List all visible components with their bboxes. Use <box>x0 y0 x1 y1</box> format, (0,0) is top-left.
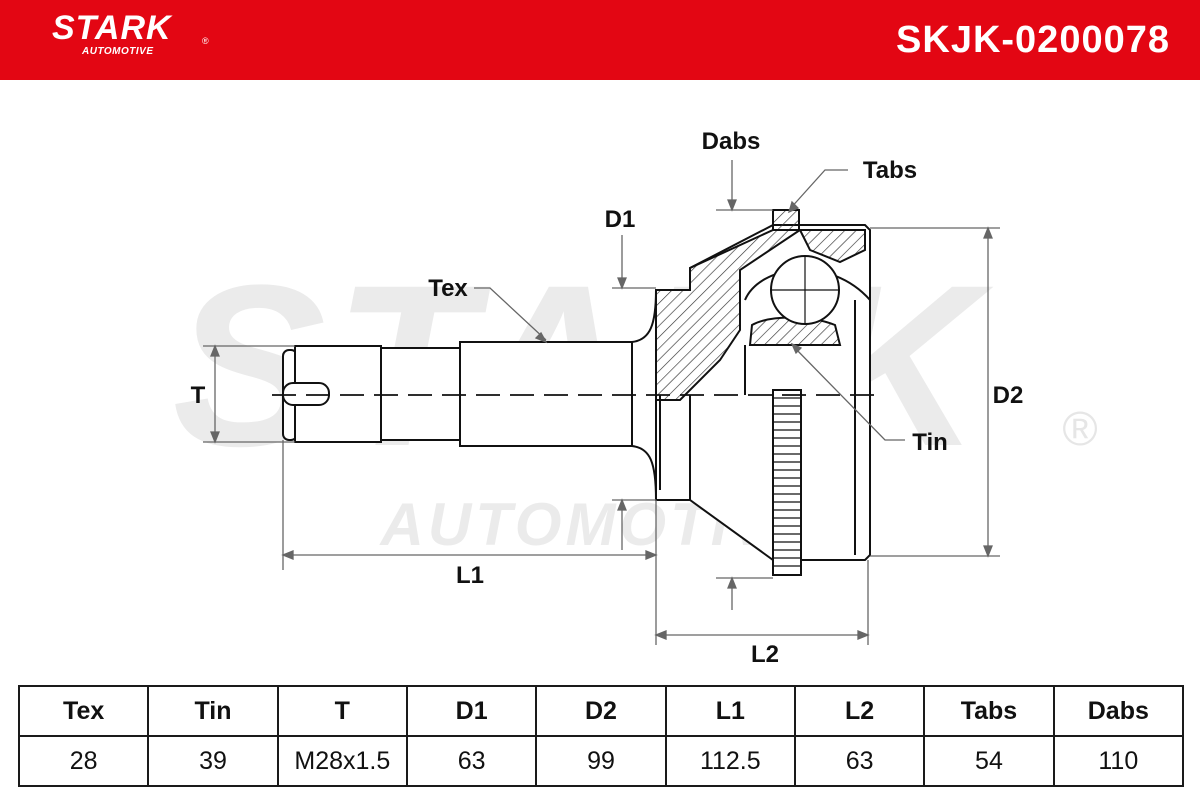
spec-header-l2: L2 <box>793 685 926 737</box>
housing-hatch-right <box>798 229 866 264</box>
spec-header-l1: L1 <box>664 685 796 737</box>
spec-value-d1: 63 <box>405 735 538 787</box>
spec-value-dabs: 110 <box>1052 735 1185 787</box>
spec-value-tex: 28 <box>17 735 150 787</box>
logo-sub: AUTOMOTIVE <box>82 46 154 57</box>
dimension-labels: Tex Tin T D1 D2 L1 L2 Tabs Dabs <box>191 128 1024 668</box>
logo-registered-mark: ® <box>202 36 209 46</box>
part-number: SKJK-0200078 <box>896 19 1170 61</box>
stark-logo: STARK ® AUTOMOTIVE <box>52 9 209 58</box>
cv-joint-diagram: STARK AUTOMOTIVE ® <box>172 128 1097 668</box>
spec-value-l2: 63 <box>793 735 926 787</box>
abs-ring-tabs <box>772 209 800 231</box>
spec-value-tin: 39 <box>147 735 279 787</box>
abs-ring-teeth <box>773 397 801 567</box>
label-tabs: Tabs <box>863 157 917 184</box>
label-dabs: Dabs <box>702 128 761 155</box>
spec-header-d1: D1 <box>405 685 538 737</box>
spec-header-dabs: Dabs <box>1052 685 1185 737</box>
spec-value-row: 28 39 M28x1.5 63 99 112.5 63 54 110 <box>17 735 1185 787</box>
spec-header-t: T <box>276 685 408 737</box>
shaft-neck <box>380 347 462 441</box>
label-d1: D1 <box>605 206 636 233</box>
label-t: T <box>191 382 206 409</box>
spec-table: Tex Tin T D1 D2 L1 L2 Tabs Dabs 28 39 M2… <box>17 685 1185 787</box>
spec-header-d2: D2 <box>535 685 667 737</box>
spec-header-tin: Tin <box>147 685 279 737</box>
spec-value-t: M28x1.5 <box>276 735 408 787</box>
shaft <box>282 289 657 501</box>
spec-header-row: Tex Tin T D1 D2 L1 L2 Tabs Dabs <box>17 685 1185 737</box>
label-tex: Tex <box>428 275 468 302</box>
label-l2: L2 <box>751 641 779 668</box>
label-tin: Tin <box>912 429 948 456</box>
spec-value-l1: 112.5 <box>664 735 796 787</box>
dimension-lines <box>203 160 1000 645</box>
header-bar: STARK ® AUTOMOTIVE SKJK-0200078 <box>0 0 1200 80</box>
watermark-registered: ® <box>1062 403 1097 456</box>
shaft-spline <box>459 341 633 447</box>
spec-header-tabs: Tabs <box>923 685 1055 737</box>
outer-housing <box>655 209 871 576</box>
label-d2: D2 <box>993 382 1024 409</box>
abs-ring <box>772 389 802 576</box>
label-l1: L1 <box>456 562 484 589</box>
spec-value-d2: 99 <box>535 735 667 787</box>
spec-header-tex: Tex <box>17 685 150 737</box>
split-pin <box>282 382 330 406</box>
logo-brand: STARK <box>52 9 172 47</box>
housing-hatch-top <box>655 229 804 401</box>
spec-value-tabs: 54 <box>923 735 1055 787</box>
